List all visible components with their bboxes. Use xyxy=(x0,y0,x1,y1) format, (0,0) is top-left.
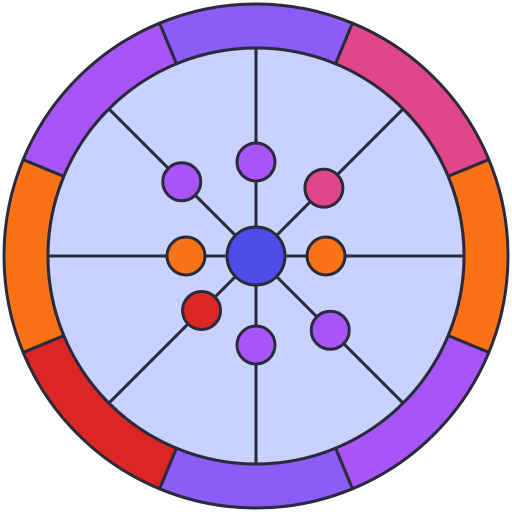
node-group xyxy=(161,141,351,366)
center-hub xyxy=(225,225,287,287)
node-bottom xyxy=(235,324,277,366)
node-top xyxy=(235,141,277,183)
node-top-left xyxy=(161,161,203,203)
node-right xyxy=(305,235,347,277)
node-top-right xyxy=(303,167,345,209)
node-bottom-left xyxy=(181,289,223,331)
spoke-line xyxy=(107,254,258,405)
node-left xyxy=(165,235,207,277)
node-bottom-right xyxy=(309,309,351,351)
